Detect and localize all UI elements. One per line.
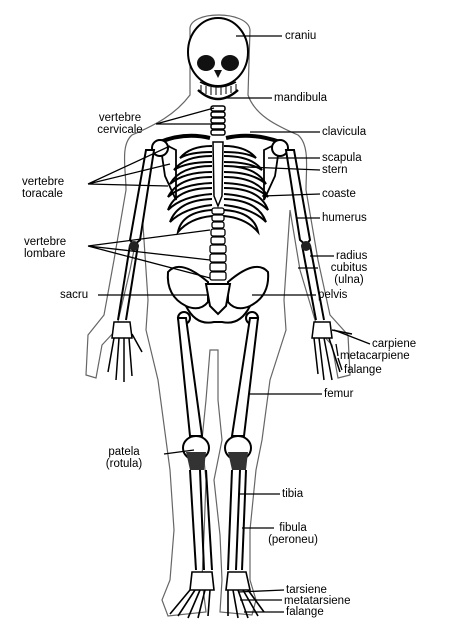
label-patela-line1: patela (108, 446, 140, 458)
label-vertebre-lombare-line2: lombare (24, 248, 66, 260)
foot-left (169, 571, 215, 619)
label-coaste: coaste (322, 188, 356, 200)
label-metatarsiene: metatarsiene (284, 595, 351, 607)
leader-falange-hand (337, 357, 343, 371)
label-scapula: scapula (322, 152, 362, 164)
label-tibia: tibia (282, 488, 304, 500)
leader-tarsiene (237, 589, 285, 593)
label-vertebre-lombare-line1: vertebre (24, 236, 67, 248)
label-metacarpiene: metacarpiene (340, 350, 410, 362)
label-falange-foot: falange (286, 606, 324, 618)
femur-left (176, 317, 204, 437)
leader-toracale (87, 145, 171, 187)
forearm-right (301, 244, 325, 321)
label-vertebre-toracale: vertebre toracale (22, 176, 64, 200)
label-fibula: fibula (peroneu) (256, 522, 330, 546)
lower-leg-left (189, 469, 213, 571)
skull (187, 17, 249, 95)
label-vertebre-toracale-line1: vertebre (22, 176, 65, 188)
label-falange-hand: falange (344, 364, 382, 376)
forearm-left (117, 244, 139, 321)
hand-left (107, 321, 143, 382)
leader-patela (163, 449, 195, 455)
label-cubitus: cubitus (ulna) (318, 262, 380, 286)
mandible (197, 89, 239, 101)
leader-cervicale (155, 107, 215, 125)
knee-left (182, 435, 210, 470)
label-humerus: humerus (322, 212, 367, 224)
label-stern: stern (322, 164, 348, 176)
label-carpiene: carpiene (372, 338, 417, 350)
hand-right (311, 321, 353, 381)
label-pelvis: pelvis (318, 289, 348, 301)
label-vertebre-lombare: vertebre lombare (24, 236, 66, 260)
label-sacru: sacru (60, 289, 89, 301)
clavicle-left (159, 133, 211, 144)
label-vertebre-toracale-line2: toracale (22, 188, 63, 200)
label-mandibula: mandibula (274, 92, 328, 104)
cervical-vertebrae (210, 105, 226, 136)
label-radius: radius (336, 250, 368, 262)
label-cubitus-line2: (ulna) (334, 274, 364, 286)
label-craniu: craniu (285, 30, 317, 42)
label-vertebre-cervicale-line1: vertebre (98, 112, 142, 124)
label-cubitus-line1: cubitus (330, 262, 368, 274)
knee-right (224, 435, 252, 470)
spine (209, 207, 227, 281)
label-clavicula: clavicula (322, 126, 367, 138)
label-femur: femur (324, 388, 354, 400)
rib-cage (167, 145, 269, 236)
label-vertebre-cervicale-line2: cervicale (97, 124, 143, 136)
leader-stern (223, 165, 321, 171)
leader-coaste (261, 193, 321, 197)
scapula-left (158, 140, 177, 201)
leader-lines (87, 35, 371, 613)
clavicle-right (225, 133, 281, 144)
humerus-left (128, 149, 156, 247)
foot-right (225, 571, 265, 619)
leader-metacarpiene (335, 343, 339, 357)
label-tarsiene: tarsiene (286, 584, 327, 596)
label-fibula-line1: fibula (279, 522, 307, 534)
leader-lombare (87, 229, 211, 279)
femur-right (230, 317, 260, 437)
sternum (212, 141, 224, 209)
label-patela: patela (rotula) (86, 446, 162, 470)
label-fibula-line2: (peroneu) (268, 534, 318, 546)
lower-leg-right (227, 469, 247, 571)
leader-carpiene (333, 329, 371, 345)
scapula-right (263, 140, 282, 201)
label-patela-line2: (rotula) (105, 458, 143, 470)
label-vertebre-cervicale: vertebre cervicale (84, 112, 156, 136)
